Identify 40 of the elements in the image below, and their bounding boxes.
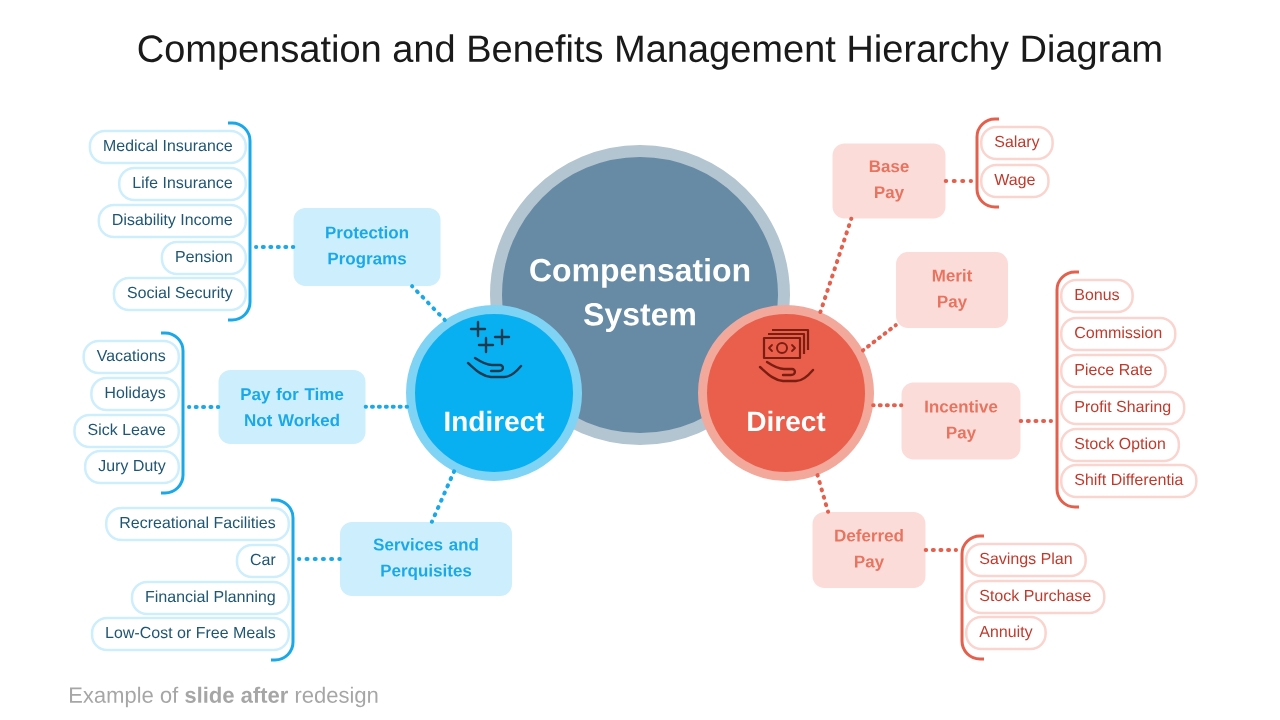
- item-pill: Disability Income: [97, 203, 247, 239]
- item-pill: Holidays: [90, 376, 180, 412]
- dotted-connector: [429, 469, 457, 524]
- item-pill: Financial Planning: [130, 580, 290, 616]
- item-pill: Medical Insurance: [88, 129, 247, 165]
- dotted-connector: [818, 216, 854, 314]
- category-box: Protection Programs: [293, 208, 441, 286]
- item-pill: Piece Rate: [1060, 353, 1167, 389]
- item-pill: Recreational Facilities: [105, 506, 290, 542]
- category-box: Base Pay: [832, 143, 946, 219]
- item-pill: Wage: [980, 163, 1050, 199]
- item-pill: Stock Option: [1060, 427, 1181, 463]
- dotted-connector: [410, 284, 447, 323]
- item-pill: Stock Purchase: [965, 579, 1106, 615]
- item-pill: Social Security: [112, 276, 247, 312]
- item-pill: Salary: [980, 125, 1054, 161]
- item-pill: Car: [235, 543, 290, 579]
- category-box: Merit Pay: [896, 252, 1008, 328]
- category-box: Incentive Pay: [901, 382, 1021, 460]
- item-pill: Annuity: [965, 615, 1047, 651]
- category-box: Pay for Time Not Worked: [218, 370, 366, 444]
- item-pill: Sick Leave: [73, 413, 180, 449]
- dotted-connector: [815, 473, 831, 514]
- item-pill: Bonus: [1060, 278, 1134, 314]
- item-pill: Profit Sharing: [1060, 390, 1186, 426]
- caption: Example of slide after redesign: [70, 686, 378, 708]
- dotted-connector: [860, 323, 898, 353]
- item-pill: Vacations: [82, 339, 180, 375]
- item-pill: Savings Plan: [965, 542, 1087, 578]
- category-box: Services and Perquisites: [340, 522, 512, 596]
- category-box: Deferred Pay: [812, 512, 926, 588]
- item-pill: Shift Differentia: [1060, 463, 1198, 499]
- item-pill: Jury Duty: [83, 449, 180, 485]
- item-pill: Low-Cost or Free Meals: [90, 616, 290, 652]
- item-pill: Commission: [1060, 316, 1177, 352]
- title: Compensation and Benefits Management Hierarchy Diagram: [138, 34, 1161, 70]
- item-pill: Life Insurance: [118, 166, 247, 202]
- dotted-connector: [363, 404, 410, 409]
- dotted-connector: [871, 403, 904, 408]
- item-pill: Pension: [160, 240, 247, 276]
